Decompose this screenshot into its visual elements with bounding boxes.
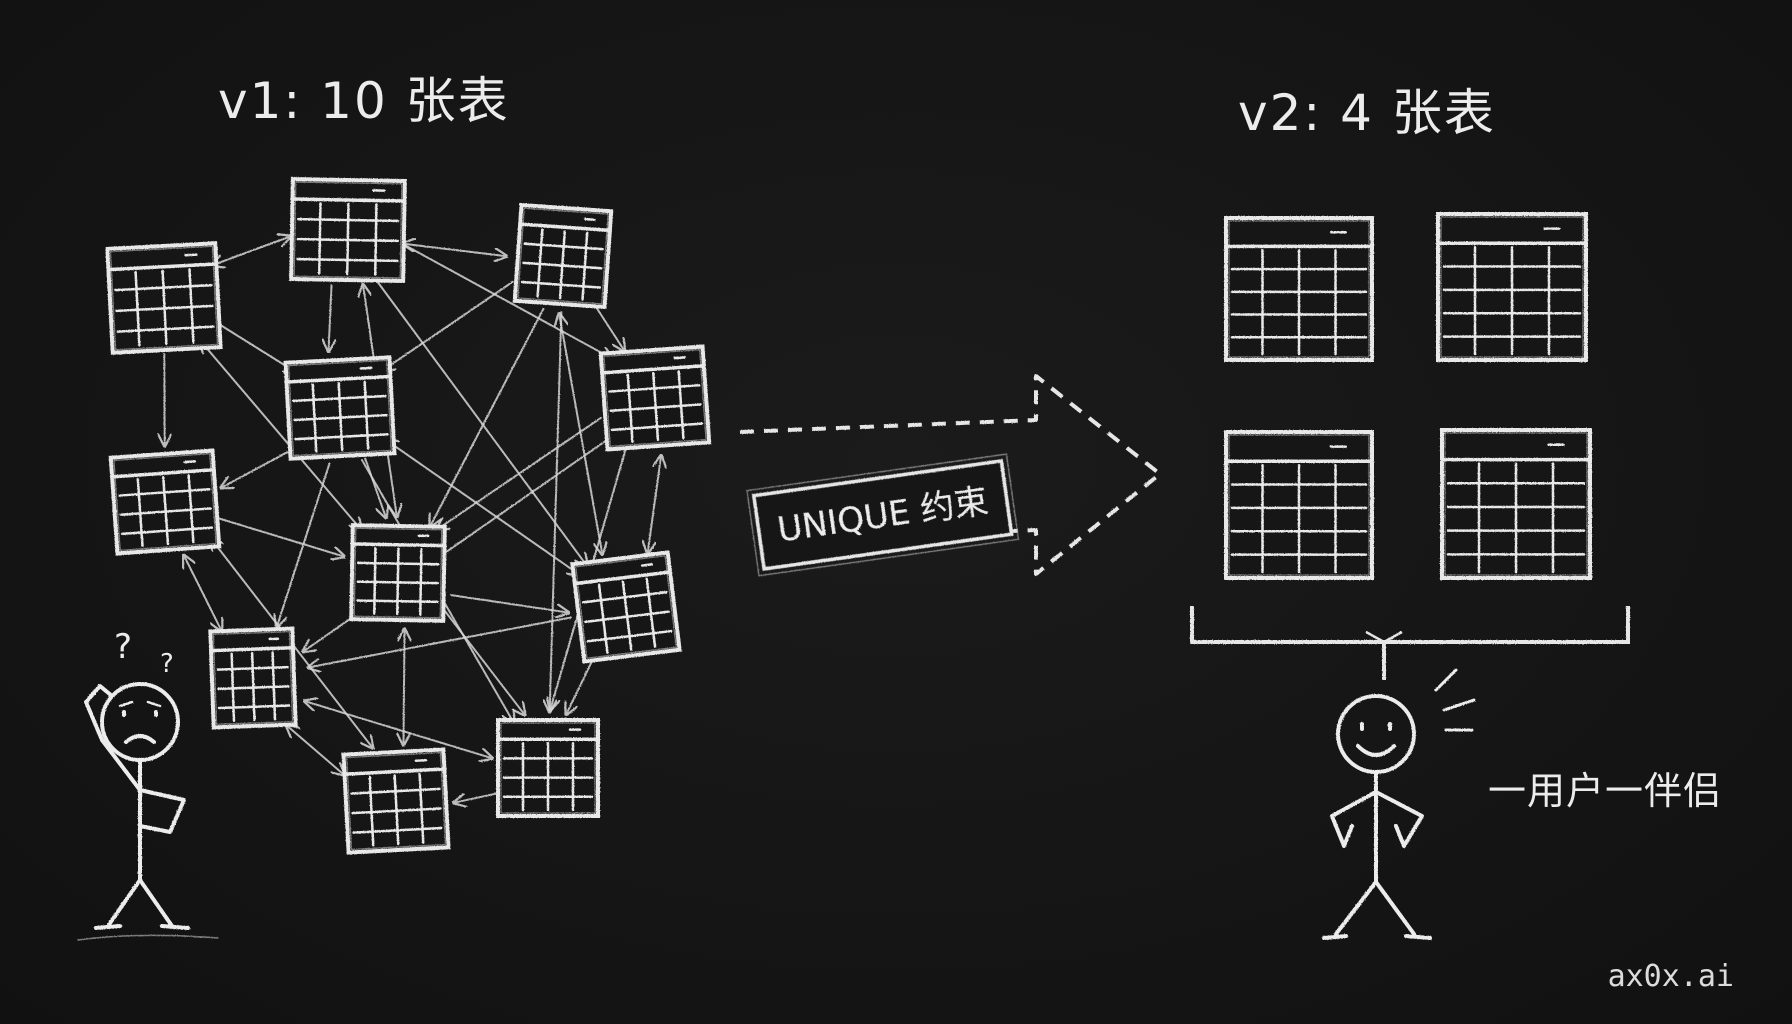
v1-table [570,550,682,664]
v1-table [512,202,614,310]
unique-constraint-tag: UNIQUE 约束 [746,453,1020,577]
v1-table [108,448,222,556]
relationship-arrow [454,792,498,803]
v1-table [283,355,397,461]
watermark: ax0x.ai [1608,959,1734,994]
v1-title: v1: 10 张表 [218,72,510,130]
relationship-arrow [217,517,345,556]
v2-table [1224,216,1374,362]
svg-text:?: ? [114,627,132,667]
relationship-arrow [450,594,568,612]
relationship-arrow [403,629,404,745]
relationship-arrow [277,462,331,626]
relationship-arrow [592,301,624,351]
one-user-one-partner-label: 一用户一伴侣 [1488,769,1722,813]
dashed-arrow-icon [739,374,1162,576]
v1-table [289,176,407,284]
svg-text:?: ? [160,649,174,679]
relationship-arrow [329,284,332,351]
relationship-arrow [442,607,525,715]
relationship-arrow [200,341,361,531]
v1-table [598,344,712,452]
relationship-arrow [430,307,545,527]
v2-table-grid [1224,212,1592,580]
relationship-arrow [212,236,291,265]
relationship-arrow [221,445,299,488]
relationship-arrow [566,653,597,714]
v2-bracket [1190,606,1630,680]
v1-table [208,626,298,730]
v2-table [1436,212,1588,362]
v1-table [341,747,451,855]
confused-stick-figure-icon [77,682,219,941]
happy-stick-figure-icon [1322,668,1476,940]
relationship-arrow [364,457,386,518]
relationship-arrow [308,616,572,667]
question-mark-icon: ? ? [114,627,174,679]
relationship-arrow [403,244,507,257]
relationship-arrow [648,455,662,553]
v1-table [349,523,447,623]
v2-table [1224,430,1374,580]
relationship-arrow [386,440,580,575]
relationship-arrow [184,555,222,631]
v2-title: v2: 4 张表 [1238,84,1496,142]
relationship-arrow [382,280,514,371]
relationship-arrow [305,701,493,758]
relationship-arrow [550,310,563,712]
v1-table-cluster [105,176,712,855]
relationship-arrow [374,278,588,566]
v2-table [1440,428,1592,580]
relationship-arrow [286,725,344,775]
relationship-arrow [559,314,602,555]
v1-table [105,241,223,355]
v1-table [496,718,600,818]
